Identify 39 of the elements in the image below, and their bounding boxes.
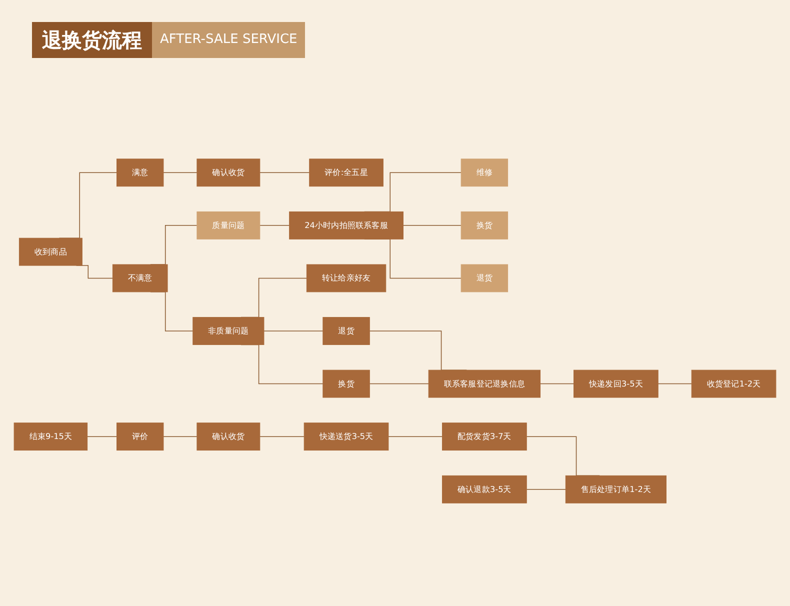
- connector: [540, 383, 574, 384]
- node-box: 确认收货: [196, 422, 260, 451]
- title: 退换货流程: [32, 22, 152, 58]
- connector: [264, 330, 324, 332]
- node-box: 非质量问题: [192, 317, 264, 345]
- node-box: 退货: [460, 264, 508, 292]
- node-box: 满意: [116, 158, 164, 187]
- node-box: 评价:全五星: [309, 158, 384, 187]
- connector: [388, 436, 443, 437]
- node-box: 退货: [322, 317, 370, 345]
- node-box: 联系客服登记退换信息: [428, 370, 541, 398]
- connector: [369, 383, 429, 384]
- node-box: 维修: [460, 158, 508, 187]
- connector: [86, 436, 118, 437]
- node-box: 确认收货: [196, 158, 260, 187]
- connector: [658, 383, 692, 384]
- node-box: 快递送货3-5天: [304, 422, 389, 451]
- node-box: 快递发回3-5天: [574, 370, 658, 398]
- node-box: 售后处理订单1-2天: [565, 475, 666, 504]
- node-box: 确认退款3-5天: [442, 475, 527, 504]
- node-box: 转让给亲好友: [306, 264, 386, 292]
- connector: [260, 436, 304, 437]
- node-box: 质量问题: [196, 211, 260, 240]
- connector: [526, 489, 566, 490]
- node-box: 收货登记1-2天: [691, 370, 776, 398]
- node-box: 结束9-15天: [14, 422, 88, 451]
- node-box: 不满意: [112, 264, 168, 292]
- node-box: 配货发货3-7天: [442, 422, 527, 451]
- node-box: 换货: [322, 370, 370, 398]
- connector: [260, 225, 290, 226]
- node-box: 收到商品: [18, 238, 82, 266]
- node-box: 换货: [460, 211, 508, 240]
- node-box: 评价: [116, 422, 164, 451]
- connector: [260, 172, 310, 173]
- connector: [163, 436, 198, 437]
- node-box: 24小时内拍照联系客服: [289, 211, 404, 240]
- connector: [163, 172, 198, 173]
- subtitle-label: AFTER-SALE SERVICE: [152, 22, 306, 58]
- connector: [402, 225, 462, 226]
